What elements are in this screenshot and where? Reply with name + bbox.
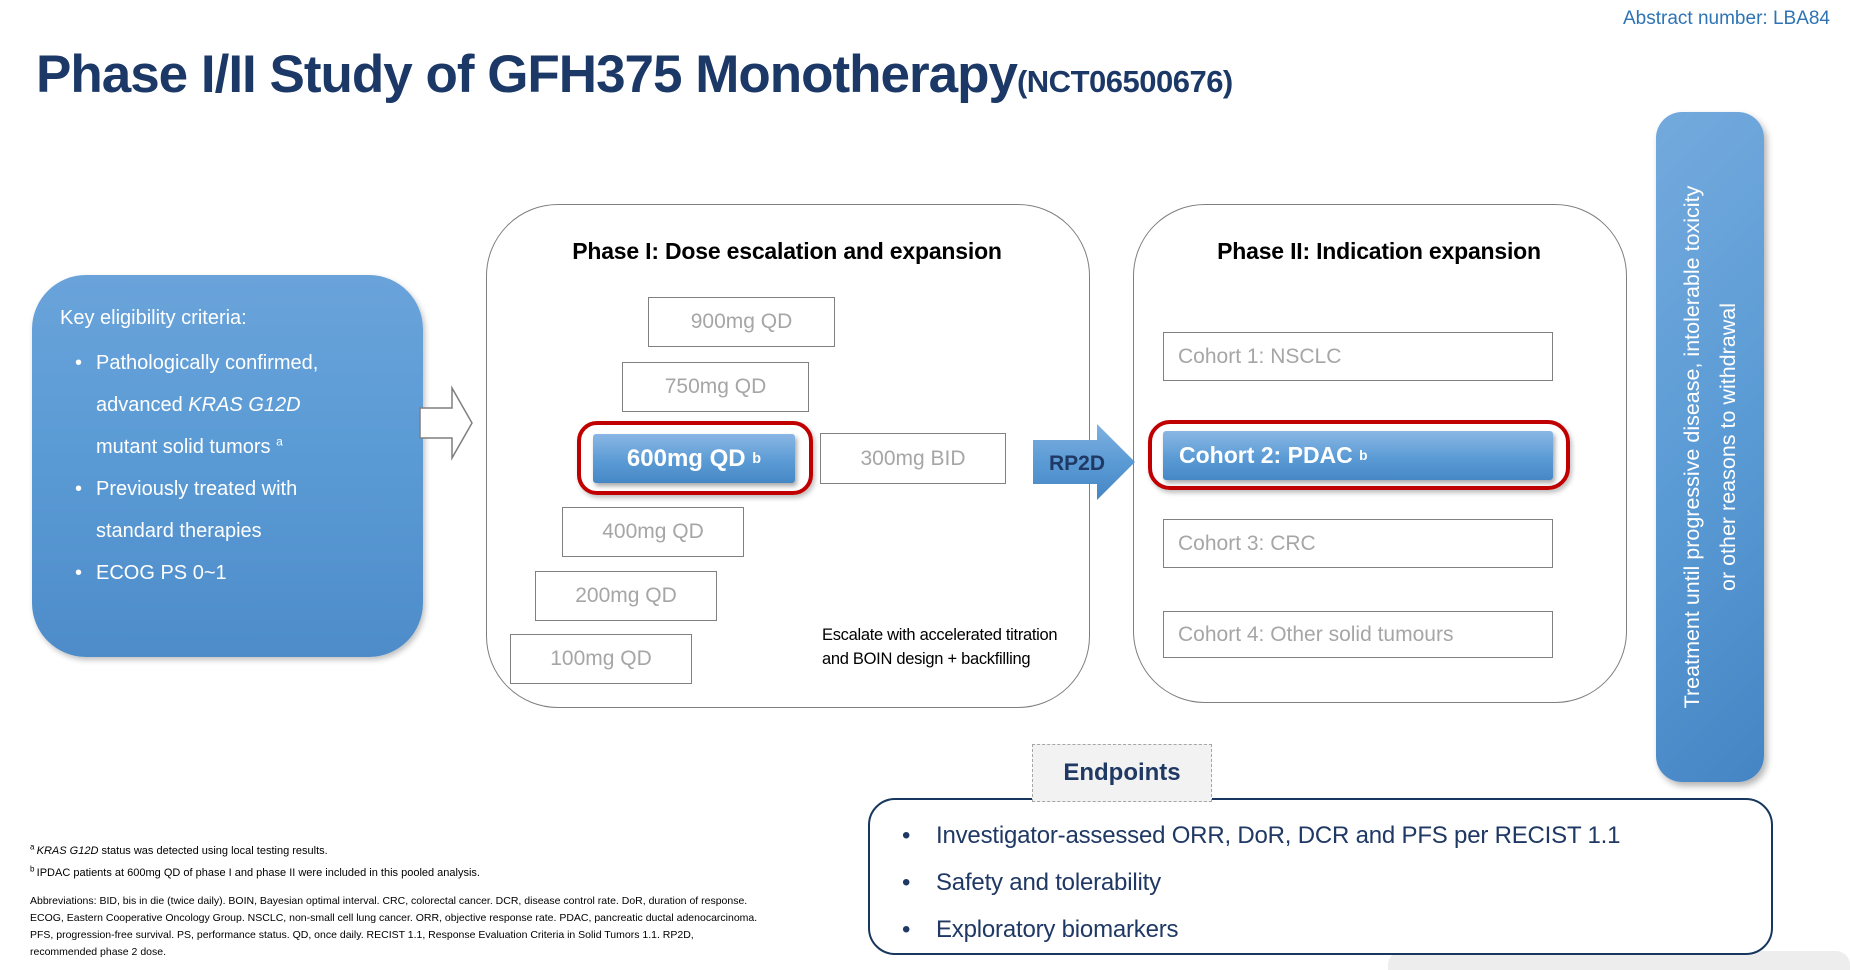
cohort2-box: Cohort 2: PDAC b [1163, 431, 1553, 480]
dose-box-400mg: 400mg QD [562, 507, 744, 557]
footnote-b: b IPDAC patients at 600mg QD of phase I … [30, 864, 480, 879]
eligibility-line: standard therapies [96, 520, 262, 542]
dose-600mg-highlight-outline [577, 421, 813, 495]
escalation-note: Escalate with accelerated titration and … [822, 626, 1058, 668]
cohort4-box: Cohort 4: Other solid tumours [1163, 611, 1553, 658]
dose-box-300mg-bid: 300mg BID [820, 433, 1006, 484]
eligibility-box: Key eligibility criteria: Pathologically… [32, 275, 423, 657]
eligibility-item: Previously treated with standard therapi… [60, 468, 409, 552]
eligibility-item: ECOG PS 0~1 [60, 552, 409, 594]
endpoint-item: Safety and tolerability [902, 859, 1762, 906]
dose-box-200mg: 200mg QD [535, 571, 717, 621]
title-nct: (NCT06500676) [1016, 64, 1233, 99]
eligibility-content: Key eligibility criteria: Pathologically… [60, 297, 409, 594]
abstract-number: Abstract number: LBA84 [1623, 8, 1830, 29]
abbreviations: Abbreviations: BID, bis in die (twice da… [30, 895, 758, 958]
cohort2-highlight-outline [1148, 420, 1570, 490]
dose-box-900mg: 900mg QD [648, 297, 835, 347]
bullet-icon [902, 822, 936, 850]
cohort1-box: Cohort 1: NSCLC [1163, 332, 1553, 381]
endpoint-item: Exploratory biomarkers [902, 906, 1762, 953]
dose-box-600mg: 600mg QD b [593, 434, 795, 483]
endpoint-item: Investigator-assessed ORR, DoR, DCR and … [902, 812, 1762, 859]
endpoints-list: Investigator-assessed ORR, DoR, DCR and … [902, 812, 1762, 953]
bullet-icon [902, 869, 936, 897]
bullet-icon [75, 468, 96, 552]
endpoints-heading: Endpoints [1032, 744, 1212, 802]
treatment-duration-text: Treatment until progressive disease, int… [1680, 185, 1740, 709]
eligibility-item: Pathologically confirmed, advanced KRAS … [60, 342, 409, 468]
dose-box-750mg: 750mg QD [622, 362, 809, 412]
eligibility-line: Previously treated with [96, 478, 298, 500]
bullet-icon [75, 552, 96, 594]
dose-box-100mg: 100mg QD [510, 634, 692, 684]
title-main: Phase I/II Study of GFH375 Monotherapy [36, 45, 1018, 104]
footnote-a: a KRAS G12D status was detected using lo… [30, 842, 328, 857]
endpoints-container [868, 798, 1773, 955]
rp2d-arrow: RP2D [1033, 424, 1135, 500]
phase2-title: Phase II: Indication expansion [1217, 238, 1541, 264]
bullet-icon [75, 342, 96, 468]
eligibility-line: ECOG PS 0~1 [96, 562, 227, 584]
eligibility-line: Pathologically confirmed, [96, 352, 319, 374]
rp2d-label: RP2D [1049, 452, 1105, 475]
page-title: Phase I/II Study of GFH375 Monotherapy(N… [36, 44, 1233, 105]
treatment-duration-bar [1656, 112, 1764, 782]
eligibility-line: advanced KRAS G12D [96, 394, 301, 416]
eligibility-heading: Key eligibility criteria: [60, 307, 247, 329]
bullet-icon [902, 916, 936, 944]
phase1-title: Phase I: Dose escalation and expansion [572, 238, 1002, 264]
corner-decoration [1388, 951, 1850, 970]
right-arrow-icon [419, 385, 473, 461]
cohort3-box: Cohort 3: CRC [1163, 519, 1553, 568]
eligibility-line: mutant solid tumors a [96, 434, 283, 458]
